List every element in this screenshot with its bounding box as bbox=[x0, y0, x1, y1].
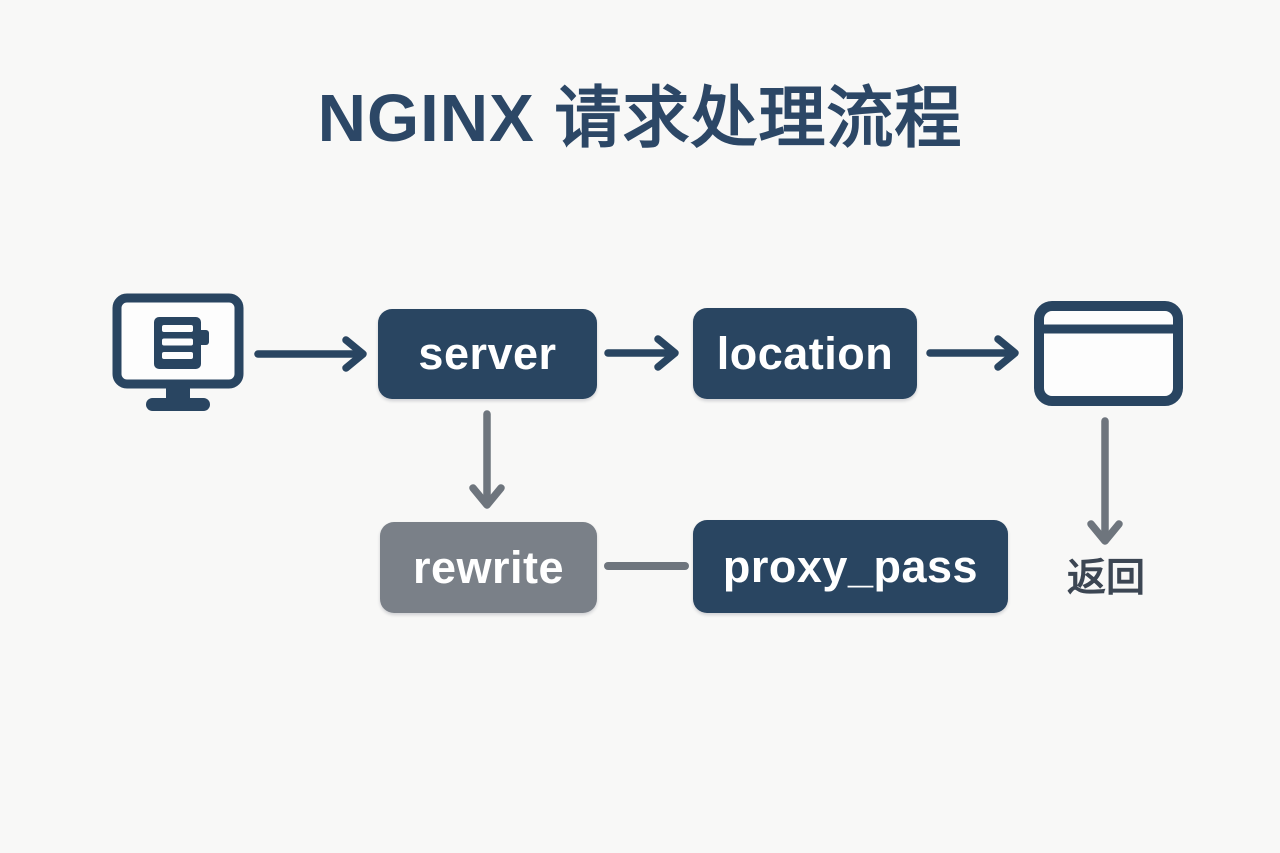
diagram-title: NGINX 请求处理流程 bbox=[317, 81, 963, 156]
node-server-label: server bbox=[418, 328, 557, 379]
node-rewrite: rewrite bbox=[380, 522, 597, 613]
edge-location-browser bbox=[926, 335, 1019, 371]
edge-server-location bbox=[604, 335, 679, 371]
return-label: 返回 bbox=[1066, 557, 1145, 600]
node-server: server bbox=[378, 309, 597, 399]
edge-browser-return bbox=[1087, 417, 1123, 545]
edge-client-server bbox=[254, 336, 367, 372]
node-rewrite-label: rewrite bbox=[412, 541, 565, 593]
node-location: location bbox=[693, 308, 917, 399]
browser-window-icon bbox=[1030, 297, 1187, 410]
node-proxy-pass: proxy_pass bbox=[693, 520, 1008, 613]
client-monitor-icon bbox=[110, 293, 246, 417]
node-proxy-pass-label: proxy_pass bbox=[722, 540, 979, 592]
node-location-label: location bbox=[716, 327, 894, 379]
edge-server-rewrite bbox=[469, 410, 505, 509]
